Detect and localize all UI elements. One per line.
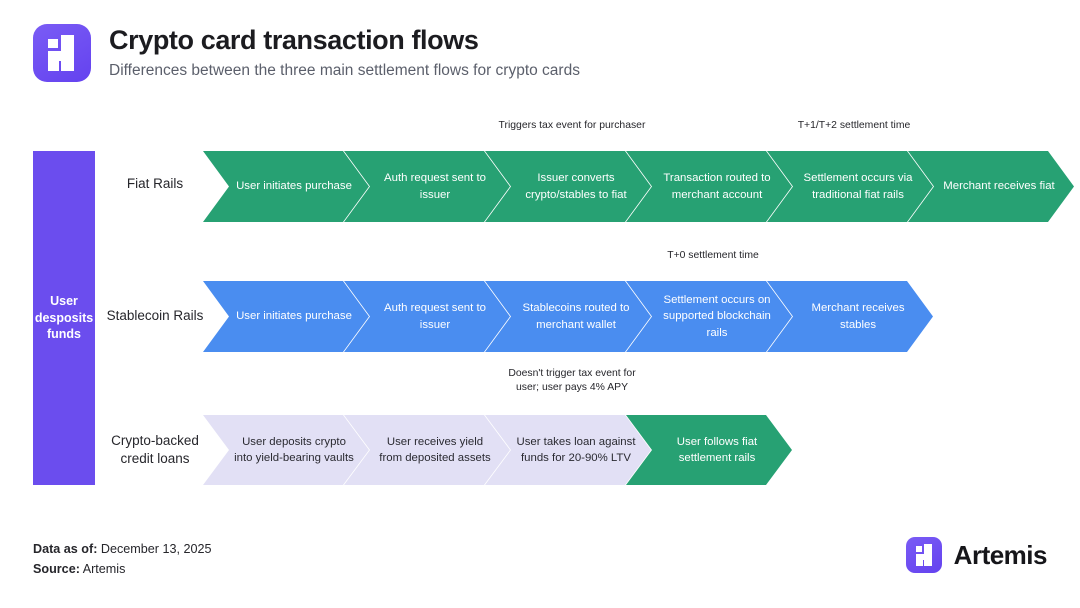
flow-step: Settlement occurs on supported blockchai… xyxy=(626,281,792,352)
flow-step: User deposits crypto into yield-bearing … xyxy=(203,415,369,485)
flow-step-label: Auth request sent to issuer xyxy=(384,302,486,331)
data-as-of-value: December 13, 2025 xyxy=(100,542,212,556)
row-label-3: Crypto-backed credit loans xyxy=(111,433,199,466)
header: Crypto card transaction flows Difference… xyxy=(33,24,580,82)
source-value: Artemis xyxy=(82,561,126,576)
footer-metadata: Data as of: December 13, 2025 Source: Ar… xyxy=(33,540,212,579)
entry-bar-label: User desposits funds xyxy=(34,293,94,342)
flow-step: Settlement occurs via traditional fiat r… xyxy=(767,151,933,222)
flow-step-label: Merchant receives stables xyxy=(811,302,905,331)
flow-step: Stablecoins routed to merchant wallet xyxy=(485,281,651,352)
artemis-logo-icon xyxy=(33,24,91,82)
header-titles: Crypto card transaction flows Difference… xyxy=(109,24,580,81)
source-line: Source: Artemis xyxy=(33,560,212,580)
flow-step: User takes loan against funds for 20-90%… xyxy=(485,415,651,485)
flow-step-note: T+0 settlement time xyxy=(667,250,759,261)
data-as-of-line: Data as of: December 13, 2025 xyxy=(33,540,212,560)
flow-step-label: Merchant receives fiat xyxy=(943,180,1055,193)
flow-step-label: Auth request sent to issuer xyxy=(384,172,486,201)
flow-step-label: User deposits crypto into yield-bearing … xyxy=(234,435,354,464)
source-label: Source: xyxy=(33,561,80,576)
data-as-of-label: Data as of: xyxy=(33,542,98,556)
flow-step-label: User initiates purchase xyxy=(236,180,352,193)
flow-step: User initiates purchase xyxy=(203,281,369,352)
flow-step: Merchant receives fiat xyxy=(908,151,1074,222)
flow-step-label: User receives yield from deposited asset… xyxy=(379,435,491,464)
flow-step-note: T+1/T+2 settlement time xyxy=(797,120,911,131)
footer-brand-name: Artemis xyxy=(953,539,1048,570)
flow-step: Issuer converts crypto/stables to fiat xyxy=(485,151,651,222)
flow-step: Auth request sent to issuer xyxy=(344,281,510,352)
flow-step: Merchant receives stables xyxy=(767,281,933,352)
flow-step-label: Settlement occurs on supported blockchai… xyxy=(663,294,771,339)
flow-step-label: Transaction routed to merchant account xyxy=(663,172,771,201)
row-label-1: Fiat Rails xyxy=(126,176,184,191)
flow-step: Transaction routed to merchant account xyxy=(626,151,792,222)
page-title: Crypto card transaction flows xyxy=(109,25,479,55)
entry-bar-user-deposits-funds: User desposits funds xyxy=(33,151,95,485)
flow-step-label: Issuer converts crypto/stables to fiat xyxy=(525,172,627,201)
flow-step: User receives yield from deposited asset… xyxy=(344,415,510,485)
flow-step-label: User follows fiat settlement rails xyxy=(676,435,758,464)
flow-step: Auth request sent to issuer xyxy=(344,151,510,222)
flow-step-note: Doesn't trigger tax event for user; user… xyxy=(508,368,636,394)
footer-brand: Artemis xyxy=(905,537,1048,573)
flow-step: User initiates purchase xyxy=(203,151,369,222)
flow-step-label: User initiates purchase xyxy=(236,310,352,323)
flow-step-label: Stablecoins routed to merchant wallet xyxy=(522,302,630,331)
flow-step-note: Triggers tax event for purchaser xyxy=(498,120,646,131)
flow-step-label: User takes loan against funds for 20-90%… xyxy=(516,435,636,464)
page-subtitle: Differences between the three main settl… xyxy=(109,62,580,80)
flow-step-label: Settlement occurs via traditional fiat r… xyxy=(803,172,913,201)
flow-step: User follows fiat settlement rails xyxy=(626,415,792,485)
row-label-2: Stablecoin Rails xyxy=(106,308,204,323)
artemis-logo-icon xyxy=(905,537,942,573)
